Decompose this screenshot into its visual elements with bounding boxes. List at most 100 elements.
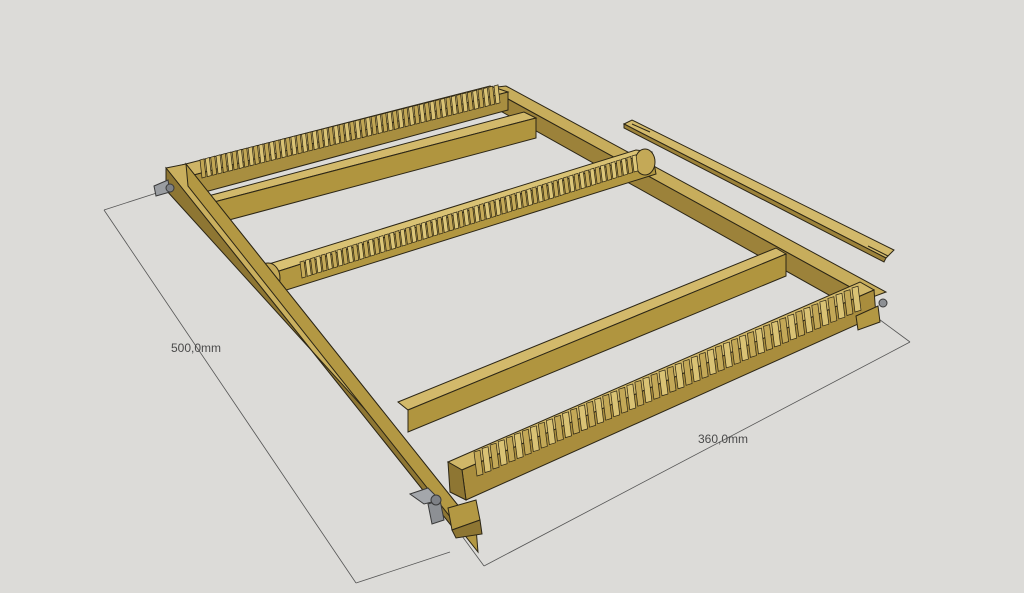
corner-block-right	[855, 305, 881, 331]
comb-tooth	[347, 245, 354, 264]
comb-tooth	[505, 194, 512, 213]
comb-tooth	[381, 112, 389, 133]
comb-tooth	[513, 432, 524, 460]
comb-tooth	[505, 435, 516, 463]
comb-tooth	[376, 113, 383, 135]
comb-tooth	[819, 299, 830, 327]
comb-tooth	[755, 327, 765, 355]
comb-tooth	[468, 206, 476, 225]
comb-tooth	[285, 136, 292, 157]
comb-tooth	[456, 93, 463, 114]
comb-tooth	[835, 292, 846, 320]
comb-tooth	[331, 250, 339, 269]
comb-tooth	[473, 449, 484, 477]
back-comb-teeth	[199, 84, 501, 179]
comb-tooth	[489, 442, 500, 470]
comb-tooth	[436, 216, 444, 235]
comb-tooth	[426, 219, 433, 239]
comb-tooth	[578, 404, 588, 432]
comb-tooth	[698, 352, 709, 379]
comb-tooth	[424, 101, 431, 122]
comb-tooth	[370, 115, 378, 136]
comb-tooth	[405, 226, 412, 245]
comb-tooth	[322, 127, 330, 148]
comb-tooth	[373, 236, 381, 255]
comb-tooth	[462, 208, 470, 227]
comb-tooth	[722, 341, 733, 369]
comb-tooth	[594, 397, 605, 425]
comb-tooth	[434, 99, 442, 120]
comb-tooth	[494, 198, 502, 217]
comb-tooth	[478, 203, 486, 222]
wing-nut-top-left	[153, 179, 175, 197]
comb-tooth	[573, 172, 581, 191]
comb-tooth	[682, 359, 693, 386]
comb-tooth	[771, 320, 781, 348]
comb-tooth	[450, 95, 458, 116]
comb-tooth	[386, 111, 394, 132]
comb-tooth	[304, 258, 312, 277]
comb-tooth	[497, 439, 508, 466]
comb-tooth	[626, 383, 637, 411]
comb-tooth	[488, 85, 496, 106]
comb-tooth	[279, 138, 287, 159]
comb-tooth	[557, 177, 565, 197]
comb-tooth	[221, 152, 228, 174]
front-crossbar	[397, 247, 788, 433]
comb-tooth	[336, 248, 344, 267]
comb-tooth	[242, 147, 250, 168]
comb-tooth	[605, 162, 613, 181]
comb-tooth	[199, 158, 207, 179]
comb-tooth	[529, 425, 540, 453]
comb-tooth	[274, 139, 282, 160]
comb-tooth	[610, 161, 618, 180]
comb-tooth	[362, 240, 370, 259]
comb-tooth	[542, 182, 549, 202]
comb-tooth	[650, 372, 661, 400]
comb-tooth	[359, 117, 367, 139]
comb-tooth	[226, 151, 234, 172]
comb-tooth	[299, 260, 307, 279]
comb-tooth	[477, 88, 485, 109]
comb-tooth	[269, 140, 276, 161]
comb-tooth	[402, 107, 410, 128]
comb-tooth	[658, 369, 669, 397]
comb-tooth	[338, 123, 346, 144]
shuttle-stick	[622, 119, 895, 263]
wing-nut-bottom-left	[408, 487, 445, 525]
comb-tooth	[481, 446, 492, 473]
comb-tooth	[383, 233, 391, 252]
comb-tooth	[563, 176, 570, 195]
comb-tooth	[482, 87, 490, 108]
comb-tooth	[378, 235, 386, 254]
comb-tooth	[461, 92, 469, 113]
comb-tooth	[397, 108, 405, 129]
comb-tooth	[333, 124, 341, 145]
comb-tooth	[599, 164, 607, 183]
comb-tooth	[431, 218, 439, 237]
middle-comb-teeth	[299, 154, 639, 279]
comb-tooth	[447, 213, 454, 232]
comb-tooth	[674, 362, 685, 390]
comb-tooth	[763, 324, 773, 351]
comb-tooth	[472, 89, 479, 110]
comb-tooth	[258, 143, 266, 164]
comb-tooth	[354, 119, 362, 140]
comb-tooth	[327, 126, 335, 147]
comb-tooth	[570, 407, 580, 435]
comb-tooth	[547, 181, 555, 200]
comb-tooth	[851, 285, 862, 313]
comb-tooth	[578, 171, 586, 190]
comb-tooth	[626, 156, 634, 175]
comb-tooth	[779, 317, 790, 344]
comb-tooth	[325, 251, 333, 271]
comb-tooth	[510, 193, 518, 212]
comb-tooth	[714, 345, 725, 372]
comb-tooth	[843, 289, 854, 316]
comb-tooth	[445, 96, 453, 117]
comb-tooth	[413, 104, 421, 125]
comb-tooth	[642, 376, 653, 404]
comb-tooth	[520, 189, 528, 208]
comb-tooth	[473, 204, 481, 223]
comb-tooth	[554, 414, 564, 442]
